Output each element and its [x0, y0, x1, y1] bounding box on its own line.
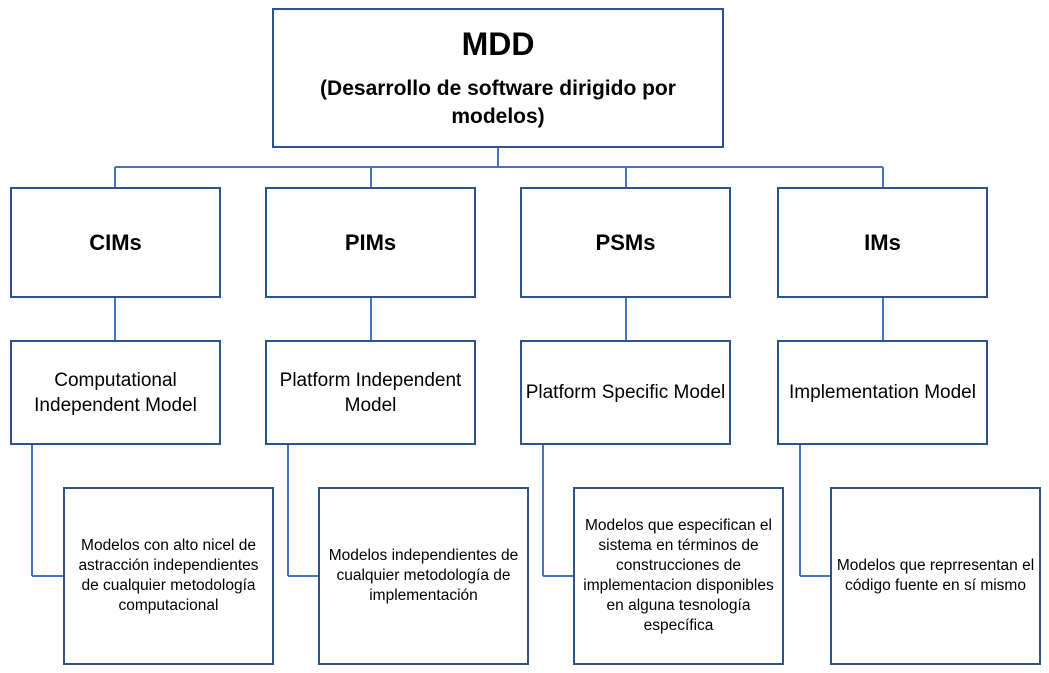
- model-label: Platform Specific Model: [525, 382, 726, 403]
- description-node-ims: Modelos que reprresentan el código fuent…: [830, 487, 1041, 665]
- model-node-platform-independent: Platform Independent Model: [265, 340, 476, 445]
- model-label: Platform Independent Model: [279, 369, 462, 416]
- category-label: PSMs: [595, 229, 656, 255]
- description-text: Modelos que especifican el sistema en té…: [583, 517, 774, 634]
- root-title: MDD: [461, 26, 535, 62]
- description-text: Modelos independientes de cualquier meto…: [328, 547, 519, 604]
- category-node-cims: CIMs: [10, 187, 221, 298]
- category-label: CIMs: [89, 229, 142, 255]
- root-subtitle: (Desarrollo de software dirigido por mod…: [320, 77, 676, 128]
- description-text: Modelos con alto nicel de astracción ind…: [78, 537, 259, 614]
- category-label: PIMs: [344, 229, 397, 255]
- description-node-pims: Modelos independientes de cualquier meto…: [318, 487, 529, 665]
- model-node-platform-specific: Platform Specific Model: [520, 340, 731, 445]
- category-label: IMs: [864, 229, 901, 255]
- model-label: Computational Independent Model: [34, 369, 197, 416]
- description-node-cims: Modelos con alto nicel de astracción ind…: [63, 487, 274, 665]
- category-node-psms: PSMs: [520, 187, 731, 298]
- description-node-psms: Modelos que especifican el sistema en té…: [573, 487, 784, 665]
- description-text: Modelos que reprresentan el código fuent…: [836, 557, 1035, 594]
- category-node-ims: IMs: [777, 187, 988, 298]
- model-node-computational-independent: Computational Independent Model: [10, 340, 221, 445]
- model-label: Implementation Model: [789, 382, 976, 403]
- root-node-mdd: MDD (Desarrollo de software dirigido por…: [272, 8, 724, 148]
- category-node-pims: PIMs: [265, 187, 476, 298]
- model-node-implementation: Implementation Model: [777, 340, 988, 445]
